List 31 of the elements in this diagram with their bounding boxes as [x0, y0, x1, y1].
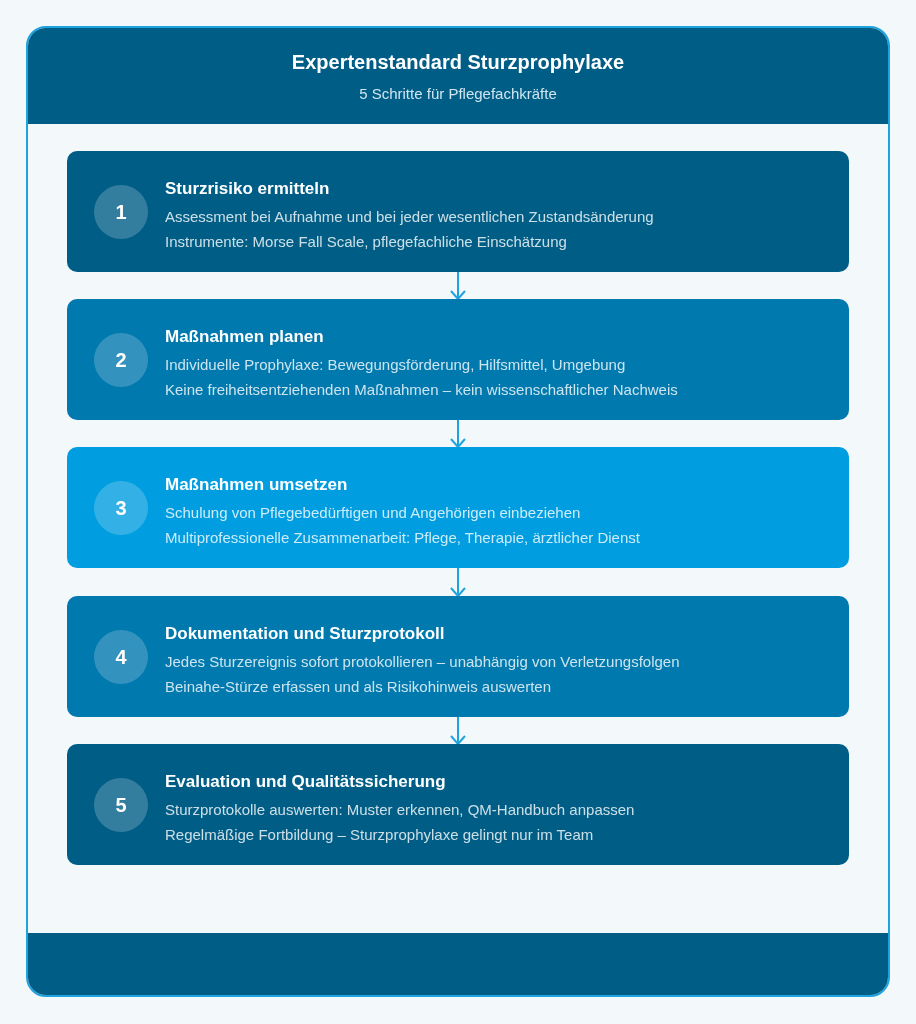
step-heading: Dokumentation und Sturzprotokoll — [165, 623, 446, 645]
step-description: Regelmäßige Fortbildung – Sturzprophylaxe gelingt nur im Team — [165, 825, 595, 845]
arrow — [450, 419, 466, 448]
arrow — [450, 271, 466, 300]
arrow — [450, 567, 466, 597]
step-number-circle: 1 — [94, 185, 148, 239]
step-description: Instrumente: Morse Fall Scale, pflegefachliche Einschätzung — [165, 232, 568, 252]
step-number-circle: 3 — [94, 481, 148, 535]
step-description: Individuelle Prophylaxe: Bewegungsförderung, Hilfsmittel, Umgebung — [165, 355, 627, 375]
step-heading: Maßnahmen umsetzen — [165, 474, 349, 496]
step-number-circle: 4 — [94, 630, 148, 684]
step-heading: Sturzrisiko ermitteln — [165, 178, 331, 200]
step-heading: Evaluation und Qualitätssicherung — [165, 771, 447, 793]
arrow — [450, 716, 466, 745]
step-box — [67, 596, 849, 717]
diagram-subtitle: 5 Schritte für Pflegefachkräfte — [358, 84, 558, 104]
step-heading: Maßnahmen planen — [165, 326, 325, 348]
step-description: Assessment bei Aufnahme und bei jeder wesentlichen Zustandsänderung — [165, 207, 654, 227]
step-description: Sturzprotokolle auswerten: Muster erkennen, QM-Handbuch anpassen — [165, 800, 635, 820]
step-box — [67, 447, 849, 568]
step-box — [67, 151, 849, 272]
step-description: Multiprofessionelle Zusammenarbeit: Pflege, Therapie, ärztlicher Dienst — [165, 528, 640, 548]
step-box — [67, 299, 849, 420]
step-description: Schulung von Pflegebedürftigen und Angehörigen einbeziehen — [165, 503, 582, 523]
step-number-circle: 5 — [94, 778, 148, 832]
step-description: Keine freiheitsentziehenden Maßnahmen – kein wissenschaftlicher Nachweis — [165, 380, 678, 400]
step-description: Jedes Sturzereignis sofort protokollieren – unabhängig von Verletzungsfolgen — [165, 652, 680, 672]
step-description: Beinahe-Stürze erfassen und als Risikohinweis auswerten — [165, 677, 553, 697]
step-number-circle: 2 — [94, 333, 148, 387]
step-box — [67, 744, 849, 865]
diagram-title: Expertenstandard Sturzprophylaxe — [290, 50, 626, 74]
